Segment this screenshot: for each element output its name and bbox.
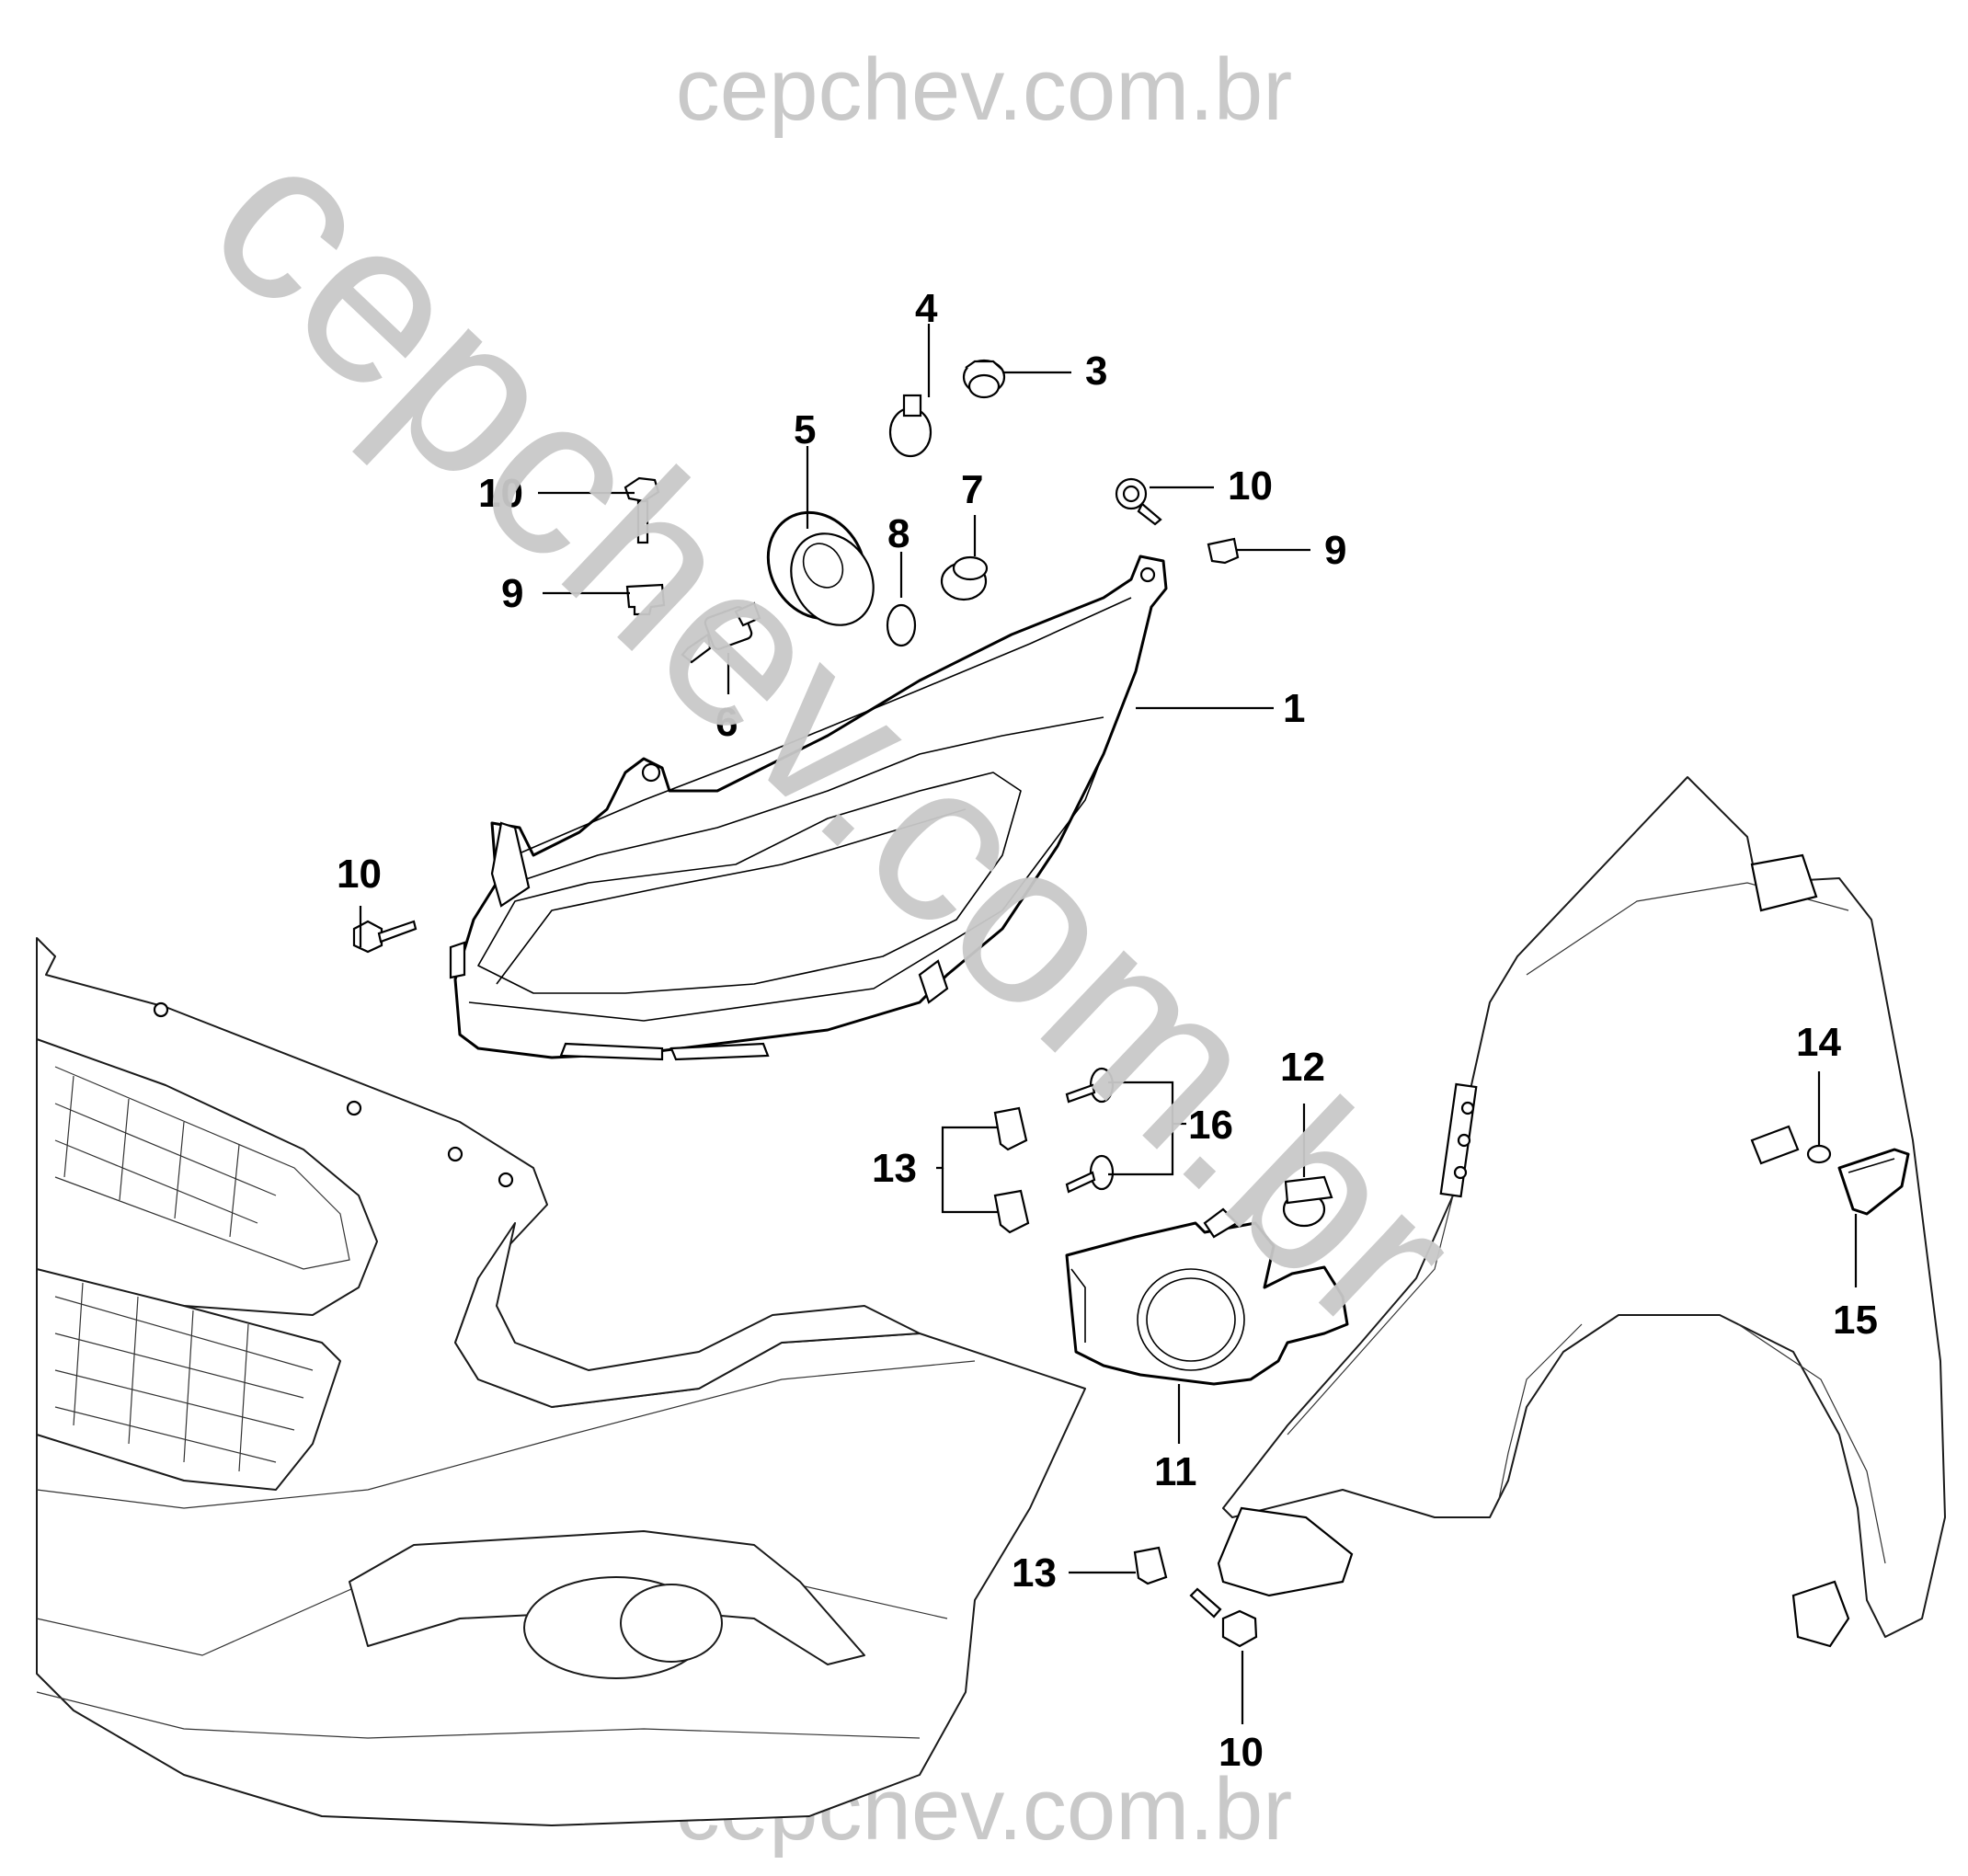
callout-5: 5 — [794, 407, 816, 452]
callout-4: 4 — [915, 286, 938, 331]
callout-10-mid-left: 10 — [337, 852, 382, 897]
callout-6: 6 — [715, 700, 738, 745]
nut-13-upper — [993, 1106, 1028, 1151]
leader-lines — [359, 324, 1858, 1724]
callout-14: 14 — [1796, 1020, 1841, 1065]
nut-13-lower — [1133, 1546, 1168, 1585]
callout-16: 16 — [1188, 1103, 1233, 1148]
callout-10-top-left: 10 — [478, 471, 523, 516]
callout-3: 3 — [1085, 349, 1107, 394]
callout-11: 11 — [1154, 1449, 1197, 1494]
nut-13-middle — [993, 1189, 1030, 1234]
side-marker-gasket — [1750, 1125, 1800, 1165]
screw-16-upper — [1065, 1067, 1115, 1104]
lamp-socket-7 — [940, 555, 989, 601]
headlamp-cap-5 — [766, 510, 875, 626]
bolt-10-mid-left — [352, 920, 418, 954]
bulb-4 — [888, 394, 933, 458]
halogen-bulb-6 — [681, 601, 761, 664]
front-bumper — [36, 937, 1086, 1826]
bulb-8 — [886, 603, 917, 647]
callout-9-left: 9 — [501, 571, 523, 616]
side-marker-clip — [1806, 1144, 1832, 1164]
bolt-10-top-left — [624, 476, 660, 544]
callout-12: 12 — [1280, 1045, 1325, 1090]
front-fender — [1217, 776, 1946, 1648]
screw-16-lower — [1065, 1154, 1115, 1194]
headlamp-assembly — [449, 555, 1168, 1061]
callout-8: 8 — [887, 511, 910, 556]
clip-9-right — [1207, 537, 1240, 565]
callout-10-top-right: 10 — [1228, 463, 1273, 509]
callout-13-lower: 13 — [1012, 1550, 1057, 1596]
fog-bulb-12 — [1282, 1175, 1333, 1228]
watermark-top: cepchev.com.br — [676, 40, 1293, 139]
fog-lamp-11 — [1065, 1207, 1349, 1386]
callout-labels: 1 3 4 5 6 7 8 9 9 10 10 10 10 11 12 13 1… — [337, 286, 1878, 1775]
callout-13-upper: 13 — [872, 1146, 917, 1191]
callout-15: 15 — [1833, 1298, 1878, 1343]
clip-9-left — [625, 583, 666, 616]
callout-10-bottom: 10 — [1219, 1730, 1264, 1775]
bolt-10-top-right — [1115, 477, 1162, 526]
callout-9-right: 9 — [1324, 528, 1346, 573]
bolt-10-bottom — [1189, 1587, 1258, 1648]
callout-1: 1 — [1283, 686, 1305, 731]
lamp-socket-3 — [962, 359, 1006, 399]
callout-7: 7 — [961, 467, 983, 512]
side-marker-lamp — [1837, 1148, 1910, 1216]
